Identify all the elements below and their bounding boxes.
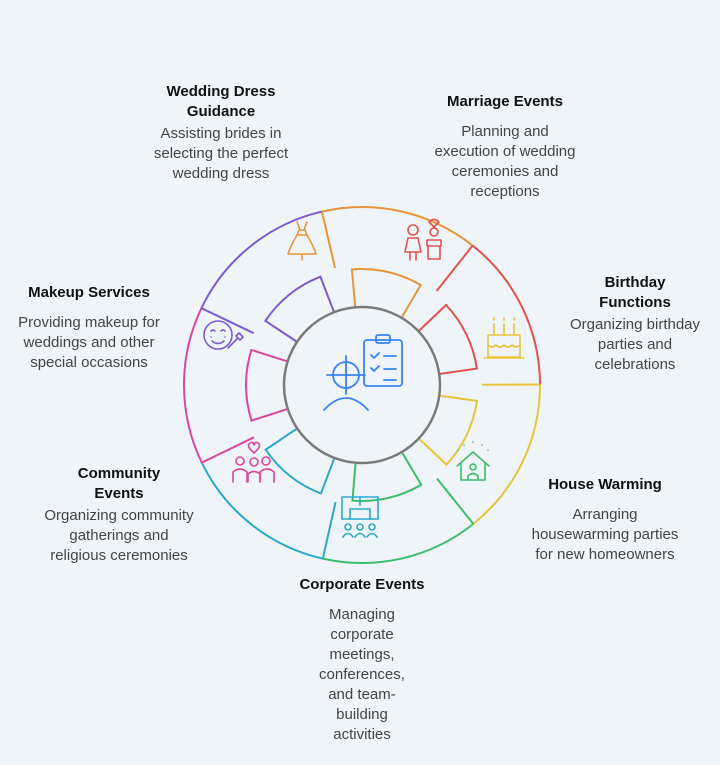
segment-outer-arc [321, 206, 474, 247]
segment-divider [201, 307, 255, 335]
item-title: Corporate Events [299, 576, 425, 593]
item-description: Providing makeup for weddings and other … [18, 314, 160, 371]
makeup-icon [203, 320, 244, 350]
segment-divider [435, 244, 474, 292]
segment-outer-arc [200, 462, 324, 560]
segment-outer-arc [200, 210, 323, 309]
segment-wedding_dress [320, 206, 474, 319]
segment-inner-bracket [350, 268, 423, 319]
item-marriage: Marriage Events Planning and execution o… [430, 92, 580, 202]
item-title: Community Events [77, 465, 161, 502]
center-circle [282, 305, 442, 465]
segment-inner-bracket [351, 451, 423, 502]
wedding-dress-icon [287, 221, 317, 261]
segment-marriage [417, 244, 541, 385]
item-description: Planning and execution of wedding ceremo… [434, 123, 576, 200]
segment-outer-arc [472, 244, 541, 385]
item-wedding-dress: Wedding Dress Guidance Assisting brides … [146, 82, 296, 184]
segment-corporate [200, 427, 337, 560]
segment-inner-bracket [417, 303, 478, 375]
segment-divider [321, 501, 337, 559]
item-community: Community Events Organizing community ga… [44, 464, 194, 566]
item-title: Makeup Services [28, 284, 150, 301]
item-birthday: Birthday Functions Organizing birthday p… [560, 273, 710, 375]
event-planner-icon [323, 334, 403, 411]
segment-inner-bracket [263, 275, 335, 343]
item-title: Wedding Dress Guidance [166, 83, 276, 120]
segment-divider [320, 211, 336, 269]
segment-housewarming [322, 451, 475, 564]
house-icon [456, 441, 490, 481]
segment-inner-bracket [264, 427, 336, 495]
conference-icon [341, 496, 379, 538]
item-makeup: Makeup Services Providing makeup for wed… [14, 283, 164, 373]
item-description: Organizing community gatherings and reli… [44, 507, 194, 564]
item-corporate: Corporate Events Managing corporate meet… [284, 575, 440, 745]
segment-outer-arc [322, 523, 474, 564]
item-title: Marriage Events [447, 93, 563, 110]
segment-birthday [418, 383, 541, 525]
segment-divider [201, 436, 255, 464]
item-title: Birthday Functions [599, 274, 671, 311]
item-description: Organizing birthday parties and celebrat… [569, 316, 701, 373]
item-housewarming: House Warming Arranging housewarming par… [530, 475, 680, 565]
birthday-cake-icon [483, 317, 525, 359]
item-description: Managing corporate meetings, conferences… [319, 606, 405, 743]
item-description: Arranging housewarming parties for new h… [531, 506, 679, 563]
item-title: House Warming [548, 476, 662, 493]
segment-makeup [200, 210, 335, 343]
segment-community [183, 307, 289, 464]
community-icon [232, 441, 275, 483]
segment-divider [436, 478, 475, 525]
segment-outer-arc [183, 307, 203, 464]
segment-inner-bracket [245, 348, 289, 422]
segment-outer-arc [472, 384, 541, 525]
couple-icon [404, 218, 442, 261]
segment-inner-bracket [418, 394, 479, 466]
item-description: Assisting brides in selecting the perfec… [153, 125, 289, 182]
